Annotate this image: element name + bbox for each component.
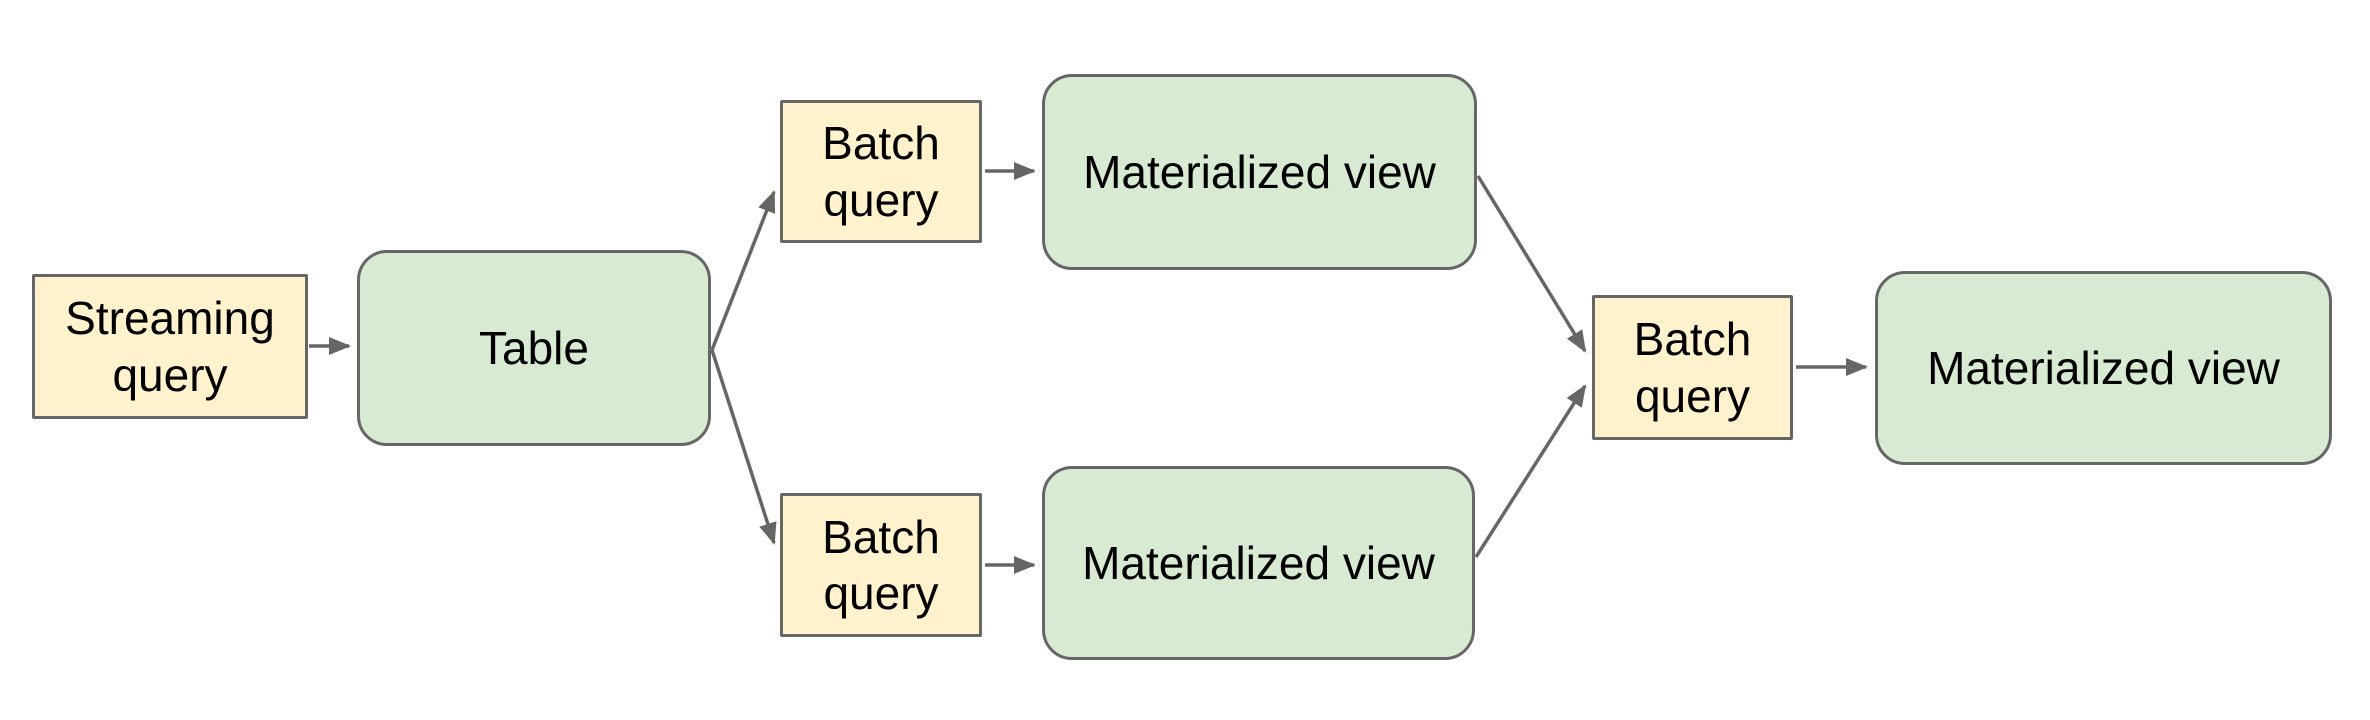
node-batch-query-final-label: Batch query — [1633, 313, 1752, 422]
node-materialized-view-final: Materialized view — [1875, 271, 2332, 465]
node-table-label: Table — [479, 321, 589, 374]
edge-mat-view-bot-to-batch-query-final — [1474, 384, 1587, 558]
node-materialized-view-top: Materialized view — [1042, 74, 1477, 270]
node-materialized-view-bottom-label: Materialized view — [1082, 536, 1435, 589]
edge-table-to-batch-query-bottom — [710, 349, 777, 545]
node-table: Table — [357, 250, 711, 446]
node-batch-query-bottom: Batch query — [780, 493, 982, 637]
node-batch-query-top-label: Batch query — [822, 117, 940, 226]
node-batch-query-bottom-label: Batch query — [822, 510, 940, 619]
node-materialized-view-final-label: Materialized view — [1927, 341, 2280, 394]
node-streaming-query: Streaming query — [32, 274, 308, 419]
node-batch-query-final: Batch query — [1592, 295, 1793, 440]
node-batch-query-top: Batch query — [780, 100, 982, 243]
edge-mat-view-top-to-batch-query-final — [1476, 175, 1587, 353]
node-materialized-view-bottom: Materialized view — [1042, 466, 1475, 660]
node-materialized-view-top-label: Materialized view — [1083, 145, 1436, 198]
node-streaming-query-label: Streaming query — [65, 292, 275, 401]
edge-table-to-batch-query-top — [710, 190, 776, 351]
